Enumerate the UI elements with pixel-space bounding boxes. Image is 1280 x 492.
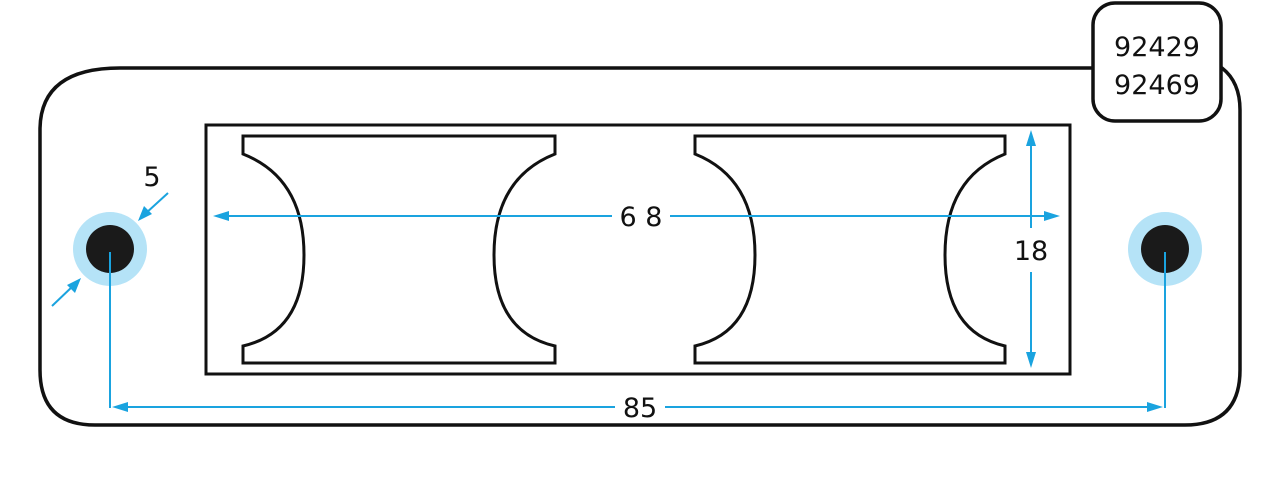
height-label: 18 (1014, 236, 1048, 267)
hole-right-center (1141, 225, 1189, 273)
width-label: 6 8 (620, 202, 663, 233)
height-arrow-top (1026, 130, 1036, 146)
diameter-arrow-upper (138, 206, 152, 221)
hole-left-center (86, 225, 134, 273)
width-arrow-left (213, 211, 229, 221)
diameter-arrow-lower (67, 278, 81, 293)
spacing-arrow-right (1147, 402, 1163, 412)
window-left (241, 134, 557, 365)
dimension-inner-width: 6 8 (213, 202, 1060, 233)
dimension-inner-height: 18 (1014, 130, 1048, 368)
diameter-leader-lower (51, 284, 75, 307)
spacing-arrow-left (112, 402, 128, 412)
hole-left (73, 212, 147, 286)
part-number-2: 92469 (1114, 70, 1200, 101)
part-number-tag: 92429 92469 (1091, 1, 1223, 123)
diameter-label: 5 (143, 162, 160, 193)
spacing-label: 85 (623, 393, 657, 424)
height-arrow-bottom (1026, 352, 1036, 368)
part-number-box (1091, 1, 1223, 123)
width-arrow-right (1044, 211, 1060, 221)
window-right (693, 134, 1007, 365)
plate-outline (38, 66, 1242, 427)
hole-right (1128, 212, 1202, 286)
dimension-hole-spacing: 85 (109, 252, 1166, 424)
inner-cutout (204, 123, 1072, 376)
dimension-hole-diameter: 5 (51, 162, 169, 307)
part-number-1: 92429 (1114, 32, 1200, 63)
diameter-leader-upper (144, 192, 169, 215)
